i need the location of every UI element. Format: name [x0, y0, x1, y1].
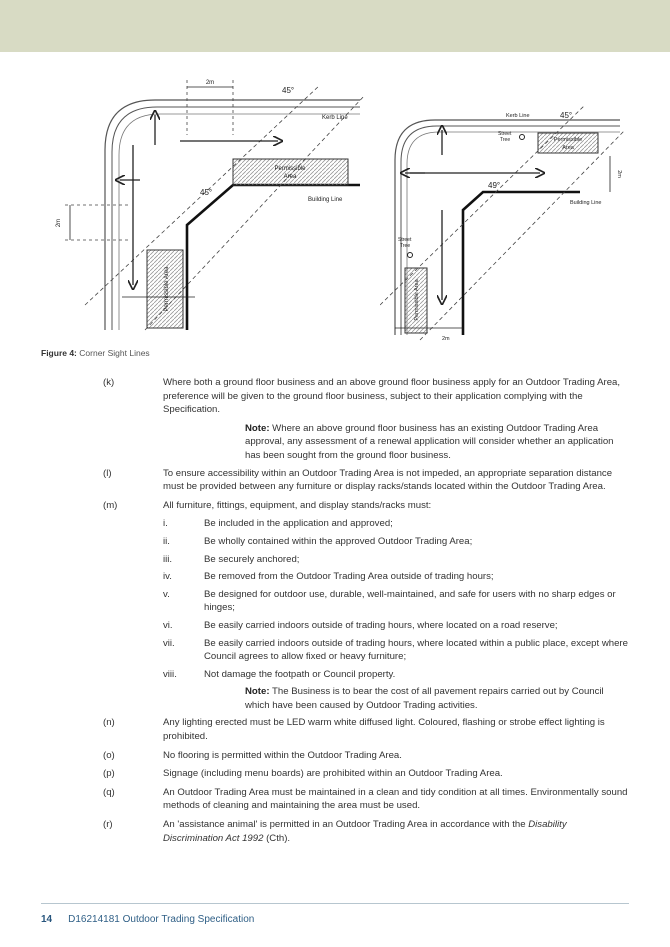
sub-item-text: Be designed for outdoor use, durable, we…: [204, 588, 616, 614]
dim-side-label: 2m: [56, 219, 62, 227]
sub-item-text: Be easily carried indoors outside of tra…: [204, 637, 628, 663]
note-k: Note: Where an above ground floor busine…: [245, 422, 615, 463]
item-k: (k) Where both a ground floor business a…: [0, 376, 670, 417]
angle-corner-label: 49°: [488, 181, 500, 190]
item-text: Any lighting erected must be LED warm wh…: [163, 717, 605, 743]
sub-item-text: Be securely anchored;: [204, 553, 300, 565]
figure-caption-text: Corner Sight Lines: [79, 348, 150, 358]
sub-item-iv: iv. Be removed from the Outdoor Trading A…: [0, 570, 670, 584]
item-label: (m): [103, 499, 118, 511]
item-p: (p) Signage (including menu boards) are …: [0, 767, 670, 781]
sub-item-vii: vii. Be easily carried indoors outside of…: [0, 637, 670, 664]
sub-item-text: Be removed from the Outdoor Trading Area…: [204, 571, 494, 583]
note-label: Note:: [245, 686, 270, 698]
item-l: (l) To ensure accessibility within an Ou…: [0, 467, 670, 494]
building-line-label: Building Line: [308, 197, 343, 203]
specification-list: (k) Where both a ground floor business a…: [0, 376, 670, 850]
item-text-after: (Cth).: [263, 832, 291, 844]
item-label: (p): [103, 768, 115, 780]
corner-sight-lines-diagram-right: Permissible Area Permissible Area 2m Ker…: [380, 104, 626, 342]
figure-caption-label: Figure 4:: [41, 348, 77, 358]
sub-item-viii: viii. Not damage the footpath or Council …: [0, 668, 670, 682]
item-m: (m) All furniture, fittings, equipment, …: [0, 499, 670, 513]
sub-item-label: i.: [163, 518, 168, 530]
item-q: (q) An Outdoor Trading Area must be main…: [0, 786, 670, 813]
sub-item-text: Be included in the application and appro…: [204, 518, 393, 530]
page-footer: 14 D16214181 Outdoor Trading Specificatio…: [41, 914, 254, 925]
item-label: (q): [103, 786, 115, 798]
sub-item-text: Not damage the footpath or Council prope…: [204, 668, 396, 680]
item-text: All furniture, fittings, equipment, and …: [163, 499, 432, 511]
vertical-permissible-label: Permissible Area: [164, 266, 170, 312]
item-label: (l): [103, 467, 112, 479]
sub-item-label: ii.: [163, 535, 170, 547]
permissible-label-2: Area: [284, 174, 297, 180]
dim-top-label: 2m: [206, 80, 214, 86]
sub-item-text: Be wholly contained within the approved …: [204, 535, 473, 547]
street-tree-2-line-1: Street: [398, 237, 412, 243]
sub-item-i: i. Be included in the application and app…: [0, 517, 670, 531]
sub-item-label: v.: [163, 588, 170, 600]
kerb-line-label: Kerb Line: [322, 115, 348, 121]
item-text: An 'assistance animal' is permitted in a…: [163, 818, 628, 845]
header-band: [0, 0, 670, 52]
sub-item-iii: iii. Be securely anchored;: [0, 553, 670, 567]
vertical-permissible-label: Permissible Area: [414, 278, 420, 320]
sub-item-label: viii.: [163, 668, 177, 680]
item-label: (o): [103, 749, 115, 761]
angle-corner-label: 45°: [200, 188, 212, 197]
corner-sight-lines-diagram-left: Permissible Area Permissible Area 2m 2m …: [56, 80, 366, 331]
sub-item-label: vi.: [163, 619, 173, 631]
item-r: (r) An 'assistance animal' is permitted …: [0, 818, 670, 845]
permissible-label-1: Permissible: [554, 137, 582, 143]
permissible-label-2: Area: [562, 145, 575, 151]
kerb-line-label: Kerb Line: [506, 113, 530, 119]
note-text: The Business is to bear the cost of all …: [245, 686, 604, 711]
item-text: To ensure accessibility within an Outdoo…: [163, 467, 613, 493]
street-tree-1-line-2: Tree: [500, 137, 510, 143]
footer-divider: [41, 903, 629, 904]
item-o: (o) No flooring is permitted within the …: [0, 749, 670, 763]
act-title: Disability Discrimination Act 1992: [163, 819, 567, 844]
note-m: Note: The Business is to bear the cost o…: [245, 685, 615, 712]
street-tree-2-line-2: Tree: [400, 243, 410, 249]
sub-item-vi: vi. Be easily carried indoors outside of …: [0, 619, 670, 633]
item-label: (k): [103, 377, 115, 388]
sub-item-ii: ii. Be wholly contained within the approv…: [0, 535, 670, 549]
dim-side-label: 2m: [616, 170, 622, 178]
note-label: Note:: [245, 422, 270, 434]
item-text: Signage (including menu boards) are proh…: [163, 768, 503, 780]
item-label: (n): [103, 717, 115, 729]
sub-item-label: iv.: [163, 571, 172, 583]
item-text: No flooring is permitted within the Outd…: [163, 749, 402, 761]
figure-caption: Figure 4: Corner Sight Lines: [41, 348, 150, 358]
building-line-label: Building Line: [570, 200, 602, 206]
dim-bottom-label: 2m: [442, 336, 450, 342]
angle-top-label: 45°: [282, 86, 294, 95]
page-number: 14: [41, 914, 53, 925]
sub-item-text: Be easily carried indoors outside of tra…: [204, 619, 558, 631]
street-tree-1-line-1: Street: [498, 131, 512, 137]
sub-item-v: v. Be designed for outdoor use, durable, …: [0, 588, 670, 615]
sub-item-label: vii.: [163, 637, 175, 649]
angle-top-label: 45°: [560, 111, 572, 120]
item-n: (n) Any lighting erected must be LED war…: [0, 716, 670, 743]
note-text: Where an above ground floor business has…: [245, 422, 614, 461]
item-text-before: An 'assistance animal' is permitted in a…: [163, 819, 529, 831]
document-title: D16214181 Outdoor Trading Specification: [68, 914, 255, 925]
sub-item-label: iii.: [163, 553, 173, 565]
item-text: An Outdoor Trading Area must be maintain…: [163, 786, 628, 812]
item-text: Where both a ground floor business and a…: [163, 377, 621, 416]
permissible-label-1: Permissible: [274, 166, 306, 172]
item-label: (r): [103, 819, 113, 831]
